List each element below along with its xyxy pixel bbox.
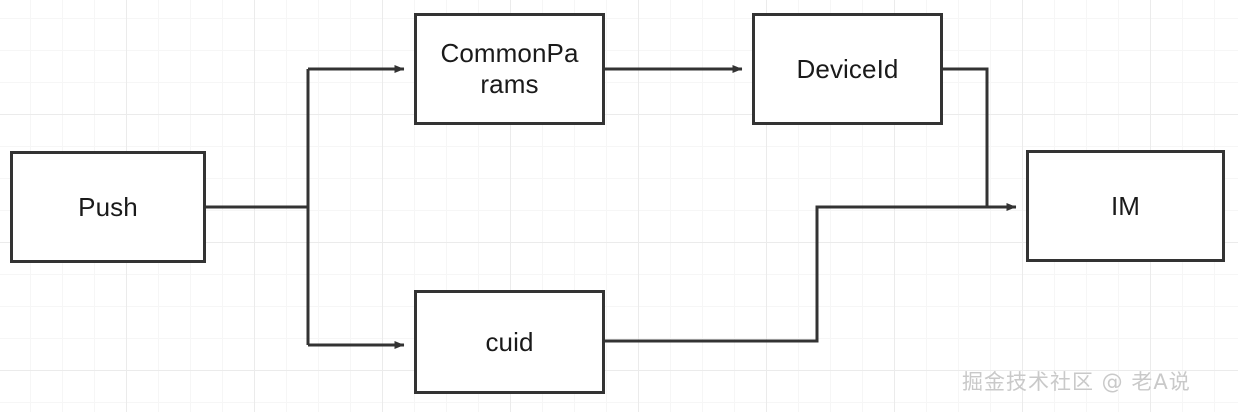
node-commonparams-label: CommonPa rams xyxy=(440,38,579,99)
node-cuid[interactable]: cuid xyxy=(414,290,605,394)
node-push[interactable]: Push xyxy=(10,151,206,263)
node-deviceid-label: DeviceId xyxy=(796,53,899,84)
node-im-label: IM xyxy=(1110,190,1141,221)
node-push-label: Push xyxy=(78,191,138,222)
node-commonparams[interactable]: CommonPa rams xyxy=(414,13,605,125)
node-im[interactable]: IM xyxy=(1026,150,1225,262)
node-cuid-label: cuid xyxy=(485,326,534,357)
watermark-text: 掘金技术社区 @ 老A说 xyxy=(962,370,1191,394)
node-deviceid[interactable]: DeviceId xyxy=(752,13,943,125)
edge-device-to-im xyxy=(943,67,989,207)
edge-cuid-to-im xyxy=(605,203,1017,343)
